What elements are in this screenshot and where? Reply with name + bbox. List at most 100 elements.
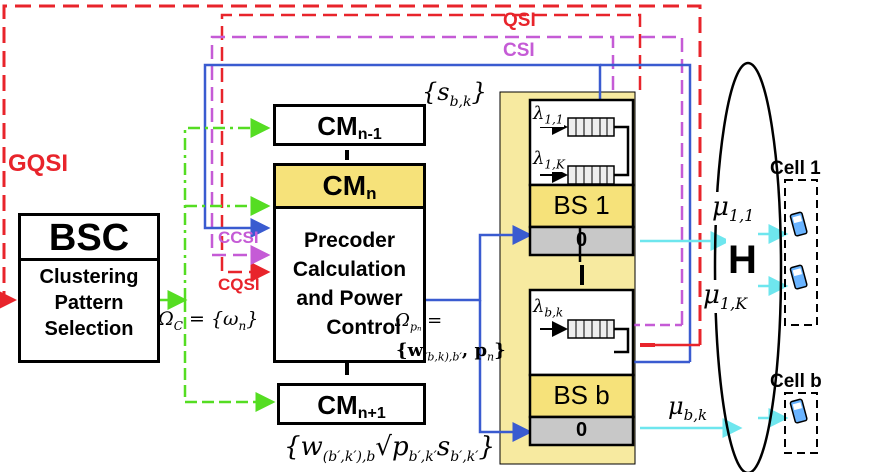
math-sub: C: [173, 318, 183, 333]
channel-ellipse: [713, 61, 783, 472]
bsc-box: BSC Clustering Pattern Selection: [18, 213, 160, 363]
cm-dots-top: [345, 150, 349, 160]
s-bk-set: {sb,k}: [422, 78, 487, 110]
precoder-description: Precoder Calculation and Power Control: [276, 226, 423, 342]
bsb-antenna: 0: [575, 419, 588, 441]
bsb-antenna-box: [528, 415, 635, 447]
omega-c-expr: ΩC = {ωn}: [158, 308, 258, 333]
cell1-box: [784, 179, 818, 326]
math-text: }: [471, 78, 487, 106]
math-sub: 1,1: [728, 206, 755, 226]
bottom-expression: {w(b′,k′),b√pb′,k′sb′,k′}: [284, 432, 495, 465]
cm-dots-bottom: [345, 355, 349, 375]
math-sub: b,k: [683, 405, 708, 424]
math-sub: pₙ: [409, 320, 422, 334]
qsi-label: QSI: [503, 10, 536, 31]
precoder-to-bsb: [478, 300, 533, 442]
cm-prev-box: CMn-1: [273, 104, 426, 146]
gqsi-feedback-line: [0, 4, 702, 345]
bsb-label-box: [528, 373, 635, 419]
precoder-line: Calculation: [292, 258, 407, 281]
queue-buffer-1-K: [567, 165, 615, 185]
precoder-line: and Power: [296, 287, 403, 310]
math-text: }: [494, 340, 506, 361]
cellb-box: [784, 392, 818, 454]
math-sub: (b,k),b′: [423, 350, 462, 364]
phone-icon: [789, 211, 808, 237]
csi-feedback-line: [210, 35, 615, 265]
service-bracket-bs1: [614, 125, 630, 177]
math-sub: b,k: [449, 93, 472, 110]
math-text: μ: [703, 280, 720, 310]
math-text: , p: [461, 340, 488, 361]
math-text: μ: [668, 392, 684, 420]
service-bracket-bsb: [614, 327, 630, 354]
queue-buffer-1-1: [567, 117, 615, 137]
qsi-feedback-line: [220, 13, 642, 282]
math-sub: b,k: [544, 305, 564, 320]
bs1-label-box: [528, 183, 635, 229]
mu-b-k: μb,k: [668, 392, 707, 424]
precoder-line: Control: [326, 316, 401, 339]
math-text: Ω: [395, 310, 410, 331]
precoder-to-bs1: [425, 225, 533, 302]
cellb-label: Cell b: [770, 371, 822, 392]
gqsi-label: GQSI: [8, 150, 69, 177]
bsc-description: Clustering Pattern Selection: [21, 264, 157, 342]
cm-next-base: CM: [317, 390, 358, 420]
math-text: = {ω: [182, 308, 239, 330]
cqsi-label: CQSI: [218, 275, 260, 294]
math-text: λ: [533, 148, 545, 169]
omega-p-set: {w(b,k),b′, pn}: [396, 340, 506, 364]
math-sub: n: [487, 350, 495, 364]
green-to-cm-prev: [183, 118, 271, 300]
bsb-label: BS b: [553, 380, 610, 410]
bs1-label: BS 1: [553, 190, 610, 220]
bs-dots: [580, 265, 584, 285]
cm-current-sub: n: [366, 184, 377, 203]
csi-label: CSI: [503, 40, 535, 61]
math-text: }: [478, 432, 496, 462]
math-sub: (b′,k′),b: [322, 449, 376, 466]
math-text: {w: [396, 340, 424, 361]
channel-label: H: [726, 238, 759, 283]
lambda-b-k: λb,k: [533, 296, 563, 320]
cm-current-box: CMn Precoder Calculation and Power Contr…: [273, 163, 426, 363]
math-text: {s: [422, 78, 450, 106]
lambda-1-1: λ1,1: [533, 103, 564, 127]
omega-p-expr: Ωpₙ =: [395, 310, 442, 334]
math-text: }: [246, 308, 259, 330]
math-text: √p: [375, 432, 409, 462]
mu-1-K: μ1,K: [703, 280, 748, 314]
green-to-cm-next: [183, 300, 276, 412]
bs1-antenna: 0: [575, 229, 588, 251]
cm-next-box: CMn+1: [277, 383, 426, 425]
math-text: Ω: [158, 308, 174, 330]
precoder-line: Precoder: [303, 229, 396, 252]
mu-1-1: μ1,1: [712, 192, 755, 226]
math-sub: 1,1: [544, 112, 564, 127]
math-sub: b′,k′: [450, 449, 479, 466]
math-text: =: [421, 310, 443, 331]
cell1-label: Cell 1: [770, 158, 821, 179]
math-sub: 1,K: [719, 294, 748, 314]
phone-icon: [789, 264, 808, 290]
csi-loop-right: [613, 35, 684, 325]
math-sub: n: [238, 318, 247, 333]
bsc-line: Selection: [44, 318, 134, 340]
cm-current-base: CM: [322, 170, 367, 201]
cm-current-header: CMn: [276, 166, 423, 209]
blue-loop-right: [600, 63, 692, 362]
blue-feedback-line: [203, 63, 602, 238]
queue-buffer-b-k: [567, 319, 615, 339]
cm-prev-base: CM: [317, 111, 358, 141]
math-text: μ: [712, 192, 729, 222]
math-sub: b′,k′: [408, 449, 437, 466]
phone-icon: [789, 398, 808, 424]
math-text: λ: [533, 296, 545, 317]
math-text: {w: [284, 432, 323, 462]
lambda-1-K: λ1,K: [533, 148, 565, 172]
cm-prev-sub: n-1: [357, 126, 382, 143]
bsc-line: Clustering: [39, 266, 139, 288]
